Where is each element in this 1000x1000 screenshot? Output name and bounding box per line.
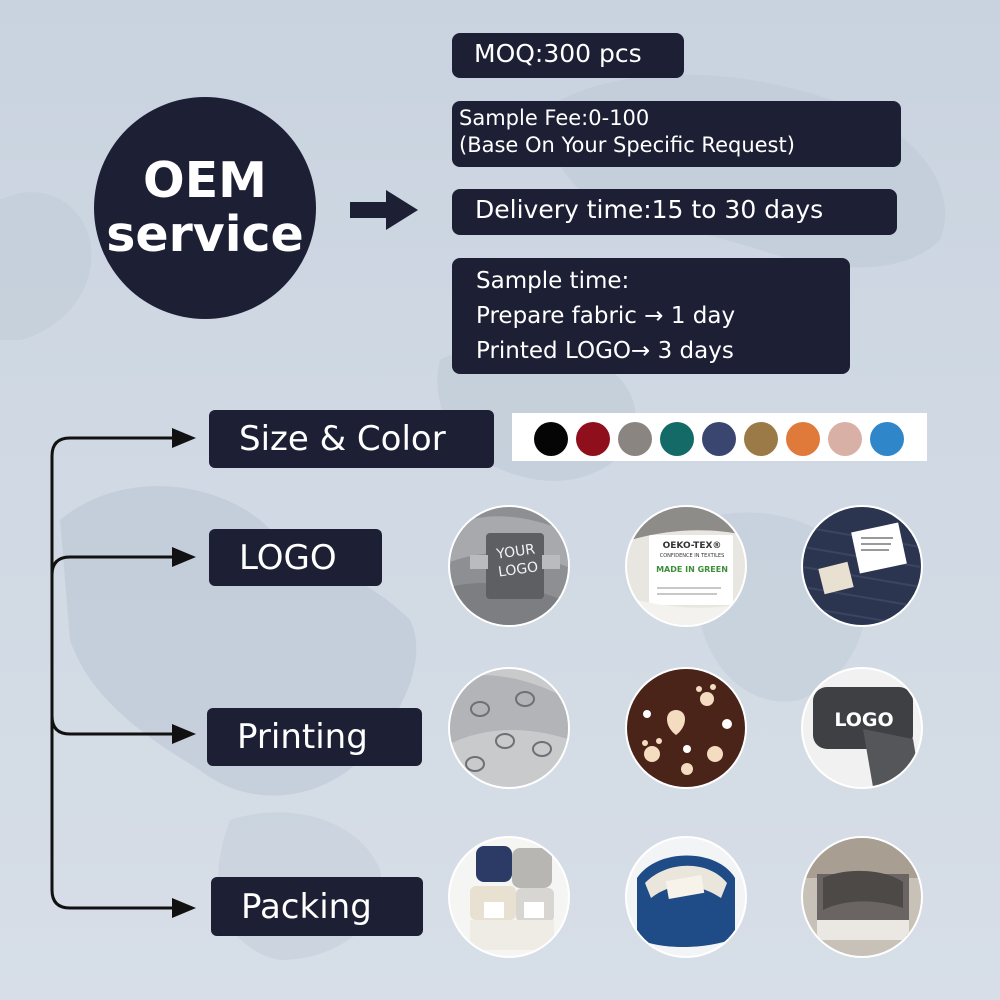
- delivery-pill: Delivery time:15 to 30 days: [452, 189, 897, 235]
- sample-time-line1: Prepare fabric → 1 day: [476, 303, 736, 329]
- sample-fee-pill: Sample Fee:0-100 (Base On Your Specific …: [452, 101, 901, 167]
- sample-time-title: Sample time:: [476, 268, 630, 294]
- branch-connector: [50, 428, 196, 918]
- sample-time-pill: Sample time: Prepare fabric → 1 day Prin…: [452, 258, 850, 374]
- hero-line2: service: [106, 206, 304, 263]
- delivery-text: Delivery time:15 to 30 days: [475, 195, 824, 224]
- moq-pill: MOQ:300 pcs: [452, 33, 684, 78]
- arrowhead-icon: [172, 428, 196, 918]
- color-swatch: [786, 422, 820, 456]
- color-swatch: [828, 422, 862, 456]
- color-swatch: [576, 422, 610, 456]
- option-logo: LOGO: [209, 529, 382, 586]
- made-in-green: MADE IN GREEN: [656, 565, 728, 574]
- sample-fee-line1: Sample Fee:0-100: [459, 106, 650, 130]
- photo-your-logo-blanket: YOUR LOGO: [450, 507, 568, 625]
- oem-service-badge: OEM service: [94, 97, 316, 319]
- moq-text: MOQ:300 pcs: [474, 39, 642, 68]
- color-swatch: [534, 422, 568, 456]
- photo-flannel-packaged-blankets: [450, 838, 568, 956]
- color-swatch: [744, 422, 778, 456]
- color-swatch-strip: [512, 413, 927, 461]
- option-label: Packing: [241, 886, 372, 927]
- option-size-color: Size & Color: [209, 410, 494, 468]
- color-swatch: [618, 422, 652, 456]
- sample-time-line2: Printed LOGO→ 3 days: [476, 338, 734, 364]
- option-label: Printing: [237, 717, 368, 757]
- color-swatch: [660, 422, 694, 456]
- photo-logo-pillow: LOGO: [803, 669, 921, 787]
- oeko-tex-sub: CONFIDENCE IN TEXTILES: [659, 553, 725, 559]
- photo-gift-box-blanket: [803, 838, 921, 956]
- color-swatch: [870, 422, 904, 456]
- oeko-tex-title: OEKO-TEX®: [662, 541, 722, 551]
- option-printing: Printing: [207, 708, 422, 766]
- color-swatch: [702, 422, 736, 456]
- right-arrow-icon: [350, 190, 418, 230]
- photo-brown-paw-blanket: [627, 669, 745, 787]
- option-packing: Packing: [211, 877, 423, 936]
- option-label: Size & Color: [239, 419, 446, 459]
- photo-gray-paw-blanket: [450, 669, 568, 787]
- sample-fee-line2: (Base On Your Specific Request): [459, 133, 795, 157]
- hero-line1: OEM: [143, 152, 267, 209]
- photo-blue-sherpa-blanket: [627, 838, 745, 956]
- photo-navy-knit-label: [803, 507, 921, 625]
- photo-oeko-tex-label: OEKO-TEX® CONFIDENCE IN TEXTILES MADE IN…: [627, 507, 745, 625]
- option-label: LOGO: [239, 537, 337, 578]
- pillow-logo-text: LOGO: [834, 709, 894, 731]
